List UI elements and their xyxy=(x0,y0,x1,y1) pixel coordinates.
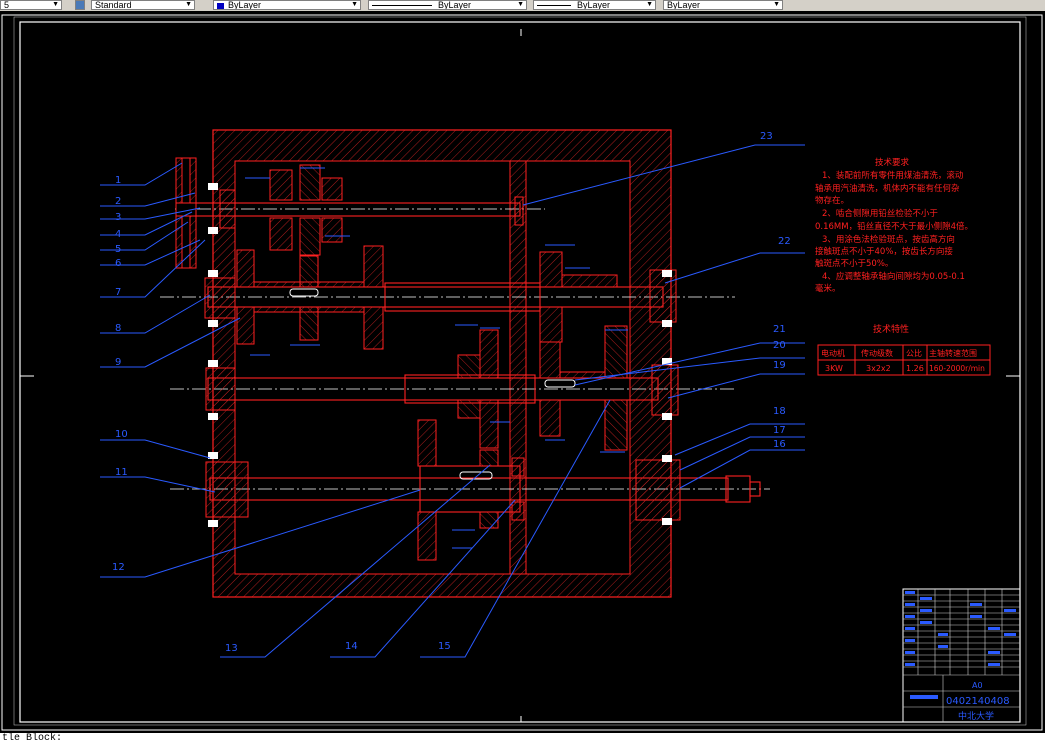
color-value: ByLayer xyxy=(228,0,262,10)
first-dropdown-value: 5 xyxy=(4,0,10,10)
linetype-dropdown[interactable]: ByLayer ▼ xyxy=(368,0,527,10)
part-label-11: 11 xyxy=(115,467,128,478)
linetype-value: ByLayer xyxy=(438,0,472,10)
part-label-9: 9 xyxy=(115,357,121,368)
chevron-down-icon: ▼ xyxy=(517,1,524,8)
spec-header: 公比 xyxy=(906,348,922,358)
tech-req-title: 技术要求 xyxy=(875,157,910,168)
color-dropdown[interactable]: ByLayer ▼ xyxy=(213,0,361,10)
part-label-8: 8 xyxy=(115,323,121,334)
color-swatch-icon xyxy=(217,2,224,9)
part-label-23: 23 xyxy=(760,131,773,142)
lineweight-dropdown[interactable]: ByLayer ▼ xyxy=(533,0,656,10)
chevron-down-icon: ▼ xyxy=(646,1,653,8)
part-label-19: 19 xyxy=(773,360,786,371)
tech-req-line: 1、装配前所有零件用煤油清洗，滚动 xyxy=(822,170,964,181)
part-label-4: 4 xyxy=(115,229,121,240)
bolts xyxy=(208,183,672,527)
part-label-14: 14 xyxy=(345,641,358,652)
blue-arrows xyxy=(245,167,628,549)
part-label-6: 6 xyxy=(115,258,121,269)
technical-specifications: 技术特性 电动机 传动级数 公比 主轴转速范围 3KW 3x2x2 1.26 1… xyxy=(817,323,991,376)
title-block: A0 0402140408 中北大学 xyxy=(902,588,1021,723)
tech-req-line: 接触斑点不小于40%，按齿长方向接 xyxy=(815,246,953,257)
spec-header: 传动级数 xyxy=(861,348,893,358)
linetype-preview-icon xyxy=(372,5,432,7)
part-label-18: 18 xyxy=(773,406,786,417)
part-label-17: 17 xyxy=(773,425,786,436)
part-label-10: 10 xyxy=(115,429,128,440)
drawing-canvas[interactable]: 1 2 3 4 5 6 7 8 9 10 11 12 13 14 15 16 1… xyxy=(0,11,1045,733)
tech-req-line: 轴承用汽油清洗，机体内不能有任何杂 xyxy=(815,183,960,194)
leader-lines xyxy=(100,144,805,658)
spec-header: 主轴转速范围 xyxy=(929,348,977,358)
part-label-1: 1 xyxy=(115,175,121,186)
part-label-16: 16 xyxy=(773,439,786,450)
properties-toolbar: 5 ▼ Standard ▼ ByLayer ▼ ByLayer ▼ ByLay… xyxy=(0,0,1045,11)
part-label-13: 13 xyxy=(225,643,238,654)
chevron-down-icon: ▼ xyxy=(52,1,59,8)
part-label-7: 7 xyxy=(115,287,121,298)
tech-req-line: 物存在。 xyxy=(815,195,849,206)
title-block-school: 中北大学 xyxy=(958,710,994,722)
part-label-20: 20 xyxy=(773,340,786,351)
part-label-21: 21 xyxy=(773,324,786,335)
spec-value: 3x2x2 xyxy=(866,364,891,373)
chevron-down-icon: ▼ xyxy=(773,1,780,8)
keyways xyxy=(289,288,576,480)
first-dropdown[interactable]: 5 ▼ xyxy=(0,0,62,10)
tech-req-line: 4、应调整轴承轴向间隙均为0.05-0.1 xyxy=(822,271,965,282)
part-labels: 1 2 3 4 5 6 7 8 9 10 11 12 13 14 15 16 1… xyxy=(112,131,791,654)
command-line[interactable]: tle Block: xyxy=(0,733,1045,745)
part-label-5: 5 xyxy=(115,244,121,255)
part-label-2: 2 xyxy=(115,196,121,207)
tech-req-line: 触斑点不小于50%。 xyxy=(815,258,893,269)
tech-req-line: 0.16MM，铅丝直径不大于最小侧隙4倍。 xyxy=(815,221,973,232)
part-label-15: 15 xyxy=(438,641,451,652)
spec-value: 160-2000r/min xyxy=(929,364,985,373)
bearings xyxy=(204,189,681,521)
text-style-icon[interactable] xyxy=(75,0,85,10)
lineweight-preview-icon xyxy=(537,5,571,7)
lineweight-value: ByLayer xyxy=(577,0,611,10)
title-block-scale: A0 xyxy=(972,681,983,690)
chevron-down-icon: ▼ xyxy=(185,1,192,8)
plot-style-value: ByLayer xyxy=(667,0,701,10)
tech-spec-title: 技术特性 xyxy=(873,323,909,335)
spec-value: 1.26 xyxy=(906,364,924,373)
tech-req-line: 毫米。 xyxy=(815,283,841,294)
title-block-drawing-number: 0402140408 xyxy=(946,696,1010,707)
technical-requirements: 技术要求 1、装配前所有零件用煤油清洗，滚动 轴承用汽油清洗，机体内不能有任何杂… xyxy=(815,157,973,294)
spec-header: 电动机 xyxy=(821,348,845,358)
command-line-text: tle Block: xyxy=(2,733,63,744)
part-label-12: 12 xyxy=(112,562,125,573)
tech-req-line: 3、用涂色法检验斑点，按齿高方向 xyxy=(822,234,955,245)
part-label-3: 3 xyxy=(115,212,121,223)
chevron-down-icon: ▼ xyxy=(351,1,358,8)
center-lines xyxy=(160,208,770,490)
text-style-dropdown[interactable]: Standard ▼ xyxy=(91,0,195,10)
gears xyxy=(236,164,628,561)
spec-value: 3KW xyxy=(825,364,843,373)
sheet-border xyxy=(1,14,1043,731)
plot-style-dropdown[interactable]: ByLayer ▼ xyxy=(663,0,783,10)
tech-req-line: 2、啮合侧隙用铅丝检验不小于 xyxy=(822,208,938,219)
part-label-22: 22 xyxy=(778,236,791,247)
text-style-value: Standard xyxy=(95,0,132,10)
